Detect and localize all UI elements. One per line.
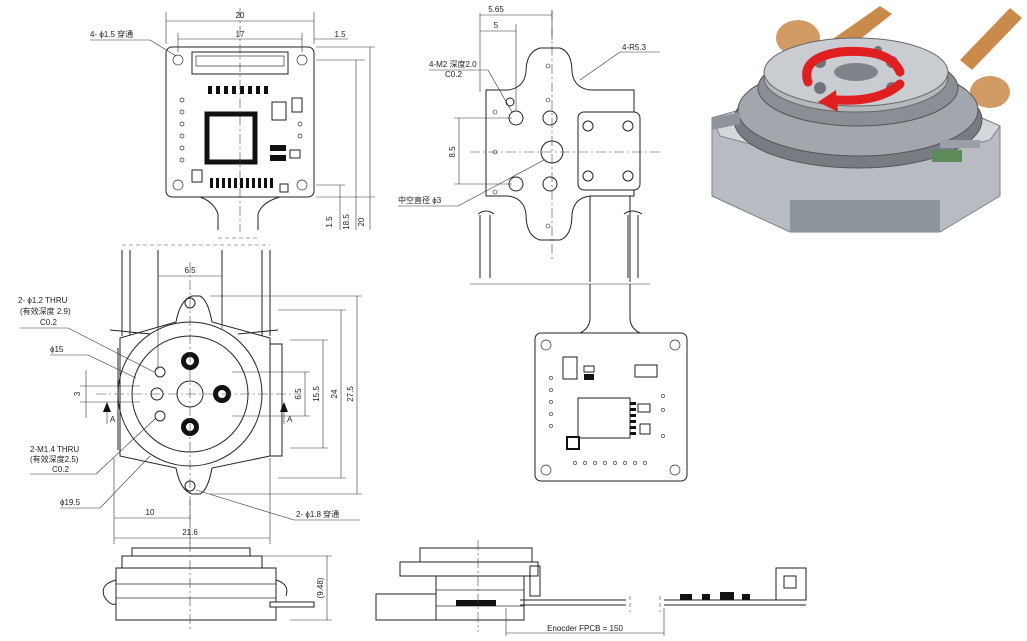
dim-155: 15.5 [312, 386, 321, 402]
label-a-left: A [110, 415, 116, 424]
dim-inner: 17 [236, 30, 245, 39]
dim-565: 5.65 [488, 5, 504, 14]
dim-v-total: 20 [357, 217, 366, 226]
stage-top-view: 5.65 5 4-M2 深度2.0 C0.2 4-R5.3 8.5 中空直径 ϕ… [398, 5, 660, 285]
dim-5: 5 [494, 21, 499, 30]
label-m2-c: C0.2 [445, 70, 462, 79]
dim-85: 8.5 [448, 146, 457, 158]
label-thru1: 2- ϕ1.2 THRU [18, 296, 68, 305]
side-view-left: (9.48) [102, 542, 332, 632]
label-m14: 2-M1.4 THRU [30, 445, 79, 454]
dim-width: 20 [236, 11, 245, 20]
dim-24: 24 [330, 389, 339, 398]
dim-v-small: 1.5 [325, 216, 334, 228]
dim-v-mid: 18.5 [342, 214, 351, 230]
dim-275: 27.5 [346, 386, 355, 402]
label-m2: 4-M2 深度2.0 [429, 59, 477, 69]
main-view: 6.5 2- ϕ1.2 THRU (有效深度 2.9) C0.2 ϕ15 3 A… [18, 244, 362, 544]
render-3d [697, 4, 1027, 250]
dim-65-v: 6.5 [294, 388, 303, 400]
pcb-lower-view [534, 284, 688, 482]
dim-10: 10 [146, 508, 155, 517]
label-center: 中空直径 ϕ3 [398, 195, 442, 205]
dim-216: 21.6 [182, 528, 198, 537]
label-r: 4-R5.3 [622, 43, 647, 52]
dim-edge: 1.5 [334, 30, 346, 39]
side-view-right: Enocder FPCB = 150 [375, 540, 807, 636]
label-phi195: ϕ19.5 [60, 498, 81, 507]
label-m14-depth: (有效深度2.5) [30, 454, 79, 464]
label-m14-c: C0.2 [52, 465, 69, 474]
label-a-right: A [287, 415, 293, 424]
dim-948: (9.48) [316, 577, 325, 598]
label-thru1-depth: (有效深度 2.9) [20, 306, 71, 316]
label-phi18: 2- ϕ1.8 穿通 [296, 509, 339, 519]
dim-65-top: 6.5 [184, 266, 196, 275]
dim-3: 3 [73, 391, 82, 396]
pcb-top-view: 20 17 1.5 4- ϕ1.5 穿通 1.5 18.5 20 [90, 8, 375, 239]
label-phi15: ϕ15 [50, 345, 64, 354]
label-fpcb: Enocder FPCB = 150 [547, 624, 623, 633]
label-thru1-c: C0.2 [40, 318, 57, 327]
label-holes: 4- ϕ1.5 穿通 [90, 29, 133, 39]
